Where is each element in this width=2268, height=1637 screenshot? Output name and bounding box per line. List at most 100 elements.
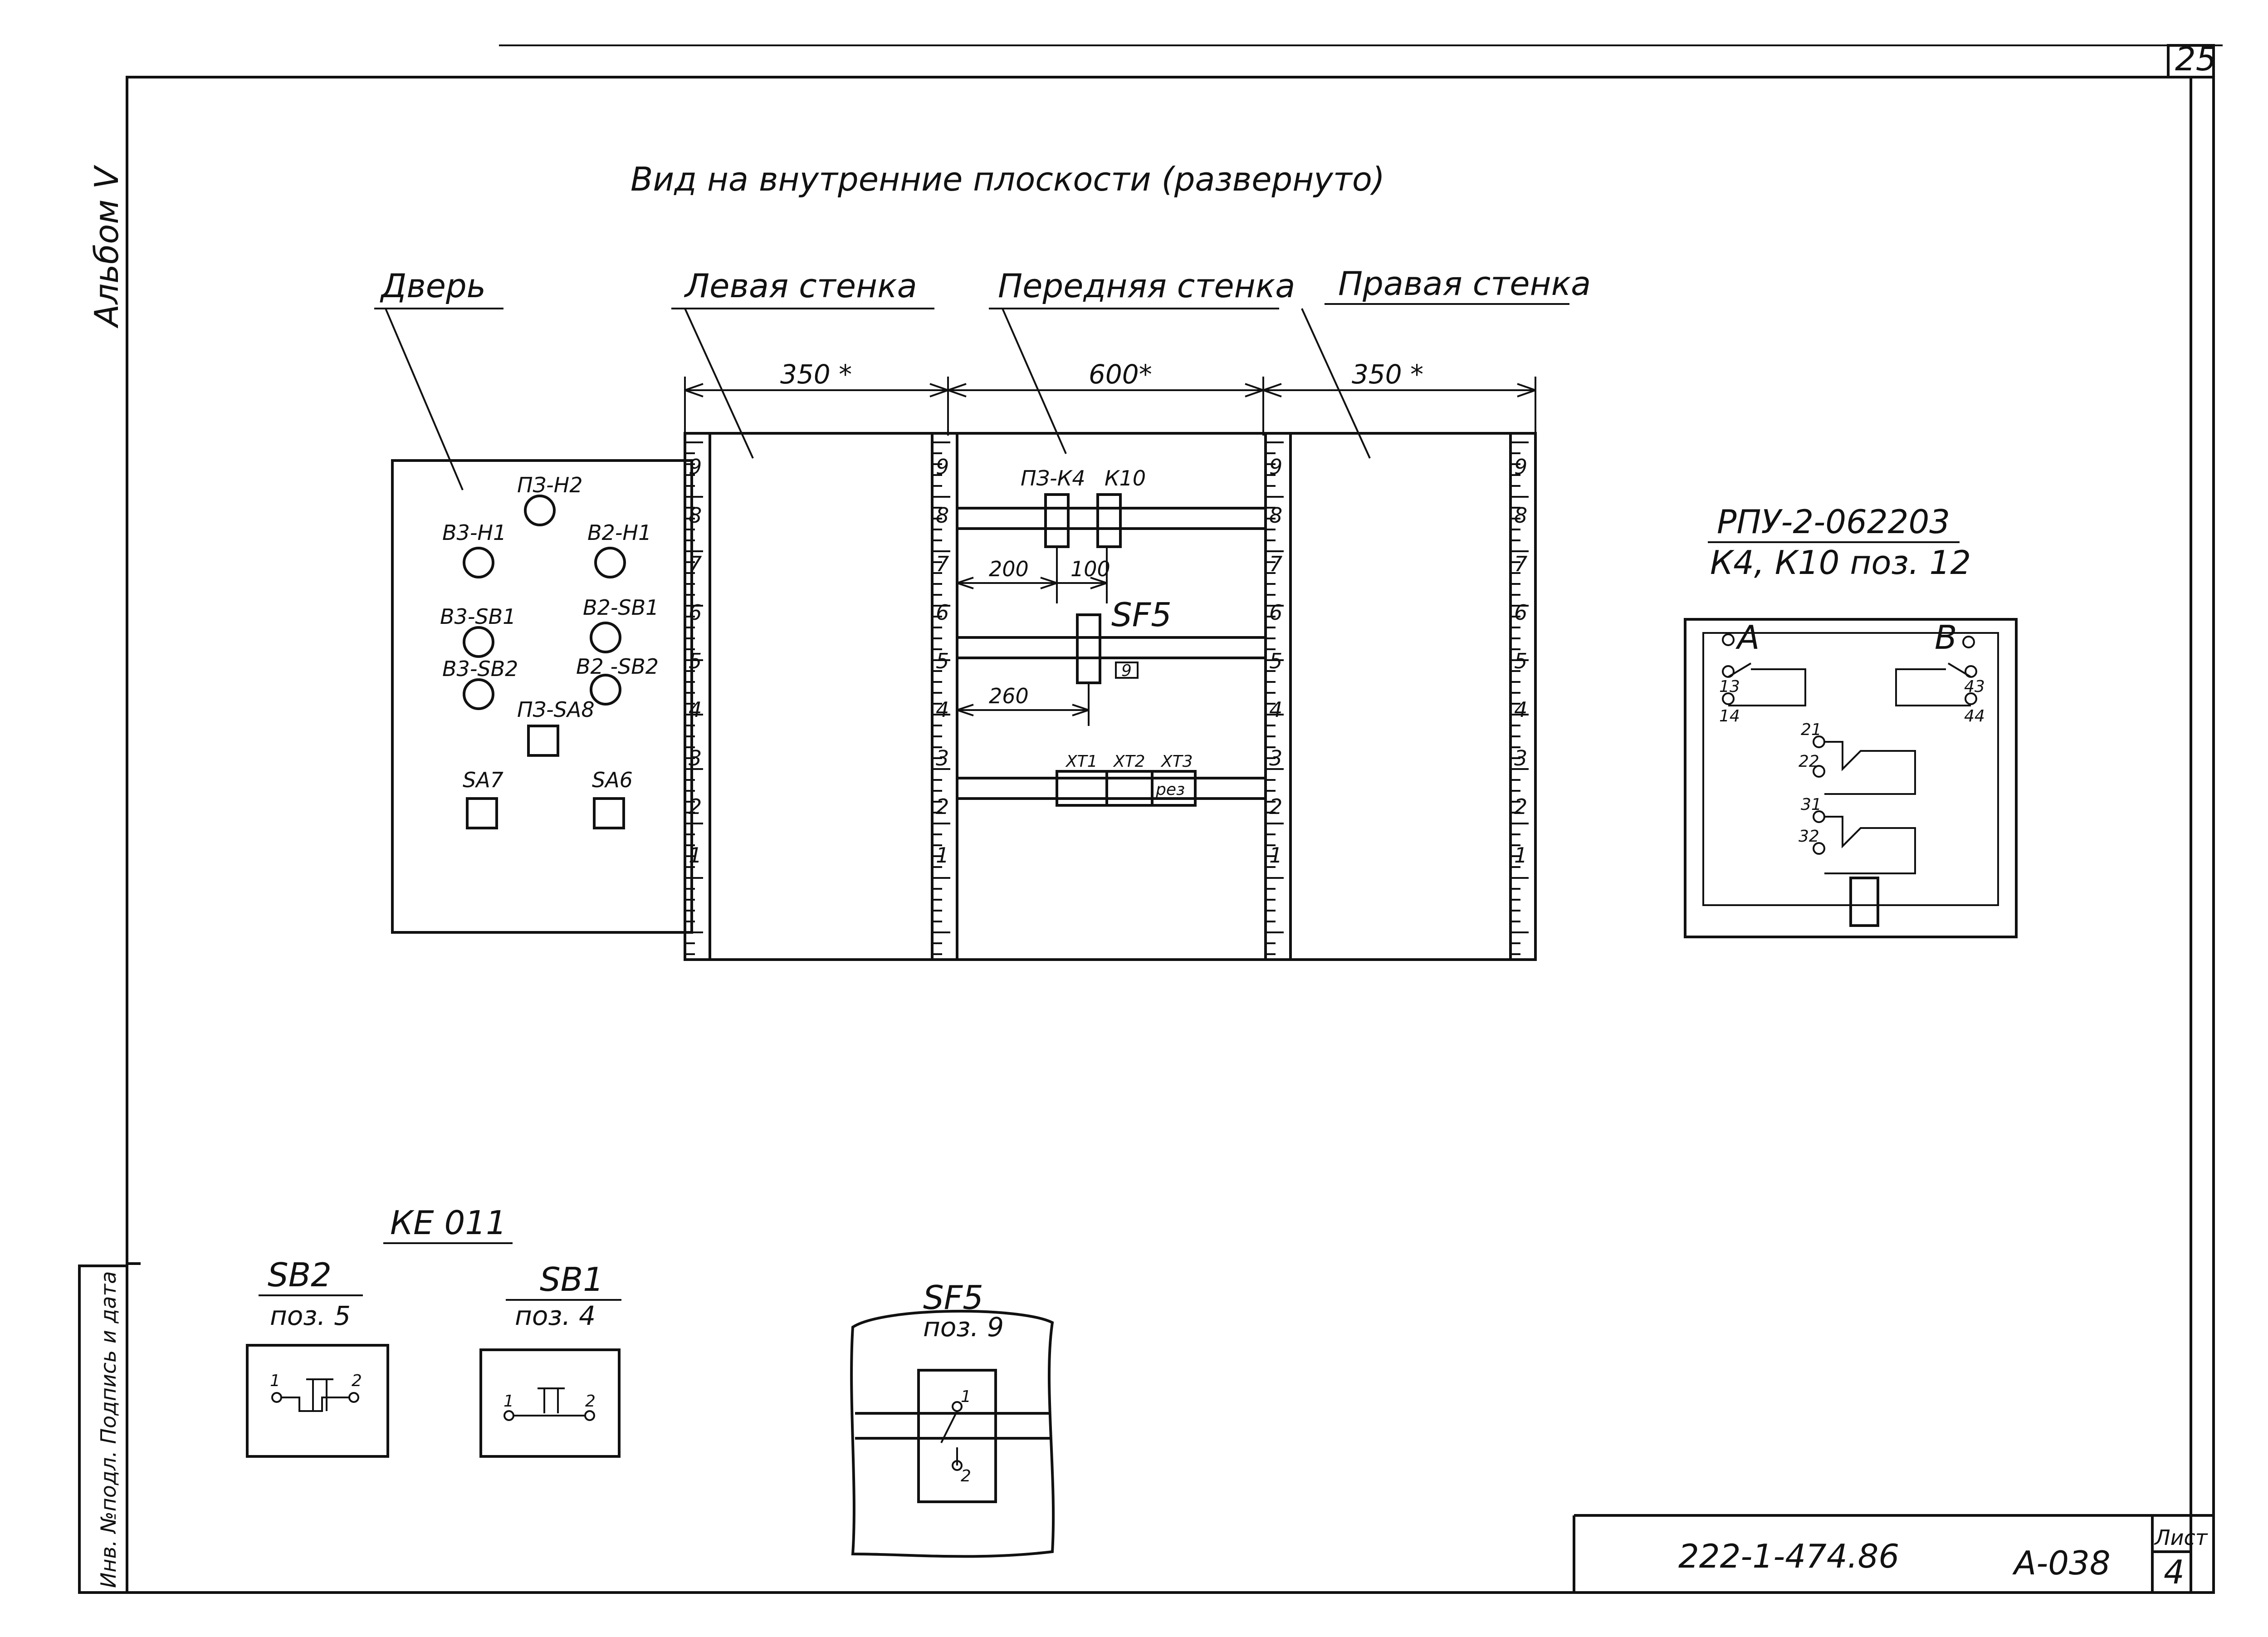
contact-14: 14	[1719, 707, 1740, 725]
switch-symbol-icon	[527, 725, 559, 757]
breaker-sf5-block	[1076, 613, 1101, 684]
button-symbol-icon	[463, 678, 494, 710]
rail-scale-number: 6	[689, 600, 702, 625]
rail-ruler	[1264, 432, 1292, 961]
walls	[684, 432, 1537, 961]
rail-scale-number: 7	[689, 552, 702, 576]
rail-scale-number: 6	[936, 600, 949, 625]
rail-scale-number: 7	[1514, 552, 1527, 576]
lamp-icon	[524, 495, 556, 526]
album-label: Альбом V	[88, 165, 126, 328]
rail-scale-number: 8	[689, 503, 702, 528]
rail-scale-number: 6	[1514, 600, 1527, 625]
label-door: Дверь	[380, 267, 486, 305]
door-item-b3-sb2: В3-SB2	[442, 657, 518, 681]
item-sf5-pos: 9	[1121, 662, 1132, 680]
dim-left: 350 *	[780, 359, 852, 390]
rail-scale-number: 3	[689, 746, 702, 770]
item-sf5: SF5	[1111, 596, 1172, 634]
sb2-contact-1: 1	[270, 1372, 280, 1390]
rail-scale-number: 2	[936, 794, 949, 819]
rail-scale-number: 9	[1514, 455, 1527, 479]
item-xt2: ХТ2	[1113, 752, 1145, 771]
sb1-label: SB1	[540, 1260, 604, 1299]
sb2-symbol-box	[246, 1344, 389, 1458]
door-item-b2-h1: В2-Н1	[587, 520, 651, 545]
sf5-terminal-1: 1	[961, 1387, 971, 1406]
contact-43: 43	[1964, 677, 1985, 696]
dim-100: 100	[1070, 557, 1110, 581]
rail-scale-number: 3	[936, 746, 949, 770]
rail-scale-number: 4	[1514, 697, 1527, 722]
contact-44: 44	[1964, 707, 1985, 725]
contact-13: 13	[1719, 677, 1740, 696]
relay-coil-icon	[1849, 877, 1879, 927]
dim-200: 200	[989, 557, 1029, 581]
relay-terminal-b: В	[1935, 618, 1957, 657]
door-item-p3-sa8: ПЗ-SA8	[517, 697, 595, 722]
front-wall-equipment: ПЗ-К4 К10 200 100 SF5 9 260 ХТ1 ХТ2 ХТ3 …	[957, 466, 1266, 807]
rail-scale-number: 5	[1269, 649, 1282, 673]
rail-scale-number: 4	[936, 697, 949, 722]
rail-scale-number: 5	[1514, 649, 1527, 673]
button-symbol-icon	[463, 626, 494, 658]
rail-ruler	[931, 432, 958, 961]
door-item-b3-sb1: В3-SB1	[440, 604, 516, 629]
drawing-frame	[126, 44, 2223, 1594]
relay-k4-block	[1044, 493, 1070, 548]
dim-front: 600*	[1089, 359, 1152, 390]
doc-number: 222-1-474.86	[1678, 1537, 1899, 1575]
dim-260: 260	[989, 684, 1029, 708]
switch-symbol-icon	[466, 797, 498, 829]
door-item-p3-h2: ПЗ-Н2	[517, 473, 583, 497]
rail-scale-number: 1	[1514, 843, 1527, 868]
rail-scale-number: 5	[689, 649, 702, 673]
rail-scale-number: 1	[689, 843, 702, 868]
button-symbol-icon	[590, 622, 621, 653]
dimension-lines: 350 * 600* 350 *	[684, 359, 1536, 436]
rail-scale-number: 9	[1269, 455, 1282, 479]
sf5-detail: SF5 поз. 9 1 2	[850, 1279, 1055, 1558]
door-item-sa7: SA7	[463, 768, 503, 792]
rail-scale-number: 4	[1269, 697, 1282, 722]
contact-31: 31	[1801, 795, 1822, 814]
rail-scale-number: 2	[689, 794, 702, 819]
sf5-terminal-2: 2	[961, 1467, 971, 1485]
side-stamp: Инв. №подл. Подпись и дата	[78, 1265, 128, 1594]
rail-scale-number: 5	[936, 649, 949, 673]
label-front-wall: Передняя стенка	[998, 267, 1295, 305]
rail-scale-number: 8	[1514, 503, 1527, 528]
rail-scale-number: 3	[1514, 746, 1527, 770]
sb1-contact-1: 1	[503, 1392, 514, 1411]
rail-ruler	[684, 432, 711, 961]
button-symbol-icon	[590, 674, 621, 706]
door-item-sa6: SA6	[592, 768, 633, 792]
rail-scale-number: 4	[689, 697, 702, 722]
sheet-label: Лист	[2154, 1525, 2208, 1550]
rail-scale-number: 7	[936, 552, 949, 576]
rail-scale-number: 7	[1269, 552, 1282, 576]
sb2-contact-2: 2	[352, 1372, 362, 1390]
doc-code: А-038	[2012, 1544, 2111, 1582]
rail-scale-number: 3	[1269, 746, 1282, 770]
position-tag	[1115, 662, 1139, 679]
panel-labels: Дверь Левая стенка Передняя стенка Права…	[374, 265, 1591, 490]
rail-scale-number: 6	[1269, 600, 1282, 625]
sheet-number: 25	[2175, 40, 2217, 78]
door-item-b2-sb2: В2 -SB2	[576, 654, 659, 679]
page-title: Вид на внутренние плоскости (развернуто)	[631, 160, 1385, 198]
ke-series: КЕ 011	[390, 1204, 507, 1242]
contact-21: 21	[1801, 720, 1822, 739]
rail-scale-number: 2	[1514, 794, 1527, 819]
lamp-icon	[463, 547, 494, 578]
relay-terminal-a: А	[1735, 618, 1760, 657]
side-stamp-text: Инв. №подл. Подпись и дата	[96, 1271, 121, 1588]
sb1-position: поз. 4	[515, 1300, 596, 1331]
terminal-block	[1056, 770, 1197, 807]
ke-011-buttons: КЕ 011 SB2 поз. 5 1 2 SB1 поз. 4 1 2	[246, 1204, 621, 1458]
dim-right: 350 *	[1352, 359, 1423, 390]
item-xt3: ХТ3	[1160, 752, 1193, 771]
